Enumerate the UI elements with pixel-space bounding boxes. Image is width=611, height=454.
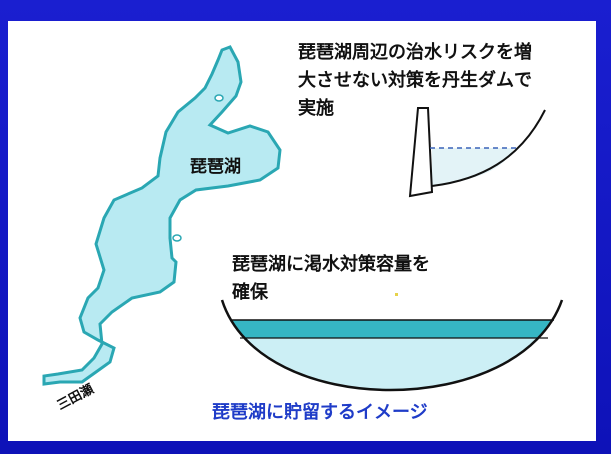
reservoir-water [432,148,514,186]
lake-caption-line-2: 確保 [232,281,269,303]
lake-biwa-map [42,45,282,386]
dam-caption-line-2: 大させない対策を丹生ダムで [298,69,532,91]
island-north [214,94,224,102]
dam-body [408,107,434,198]
dam-caption-line-3: 実施 [298,97,334,119]
lake-caption-line-1: 琵琶湖に渇水対策容量を [232,253,430,275]
reservoir-bank [431,109,546,187]
lake-label: 琵琶湖 [190,157,241,177]
dam-caption-line-1: 琵琶湖周辺の治水リスクを増 [298,41,532,63]
storage-image-label: 琵琶湖に貯留するイメージ [212,401,428,423]
island-south [172,234,182,242]
small-marker [395,293,398,296]
lake-bowl-outline [220,299,564,392]
storage-band [222,320,562,338]
river-label: 三田瀬 [54,381,96,413]
